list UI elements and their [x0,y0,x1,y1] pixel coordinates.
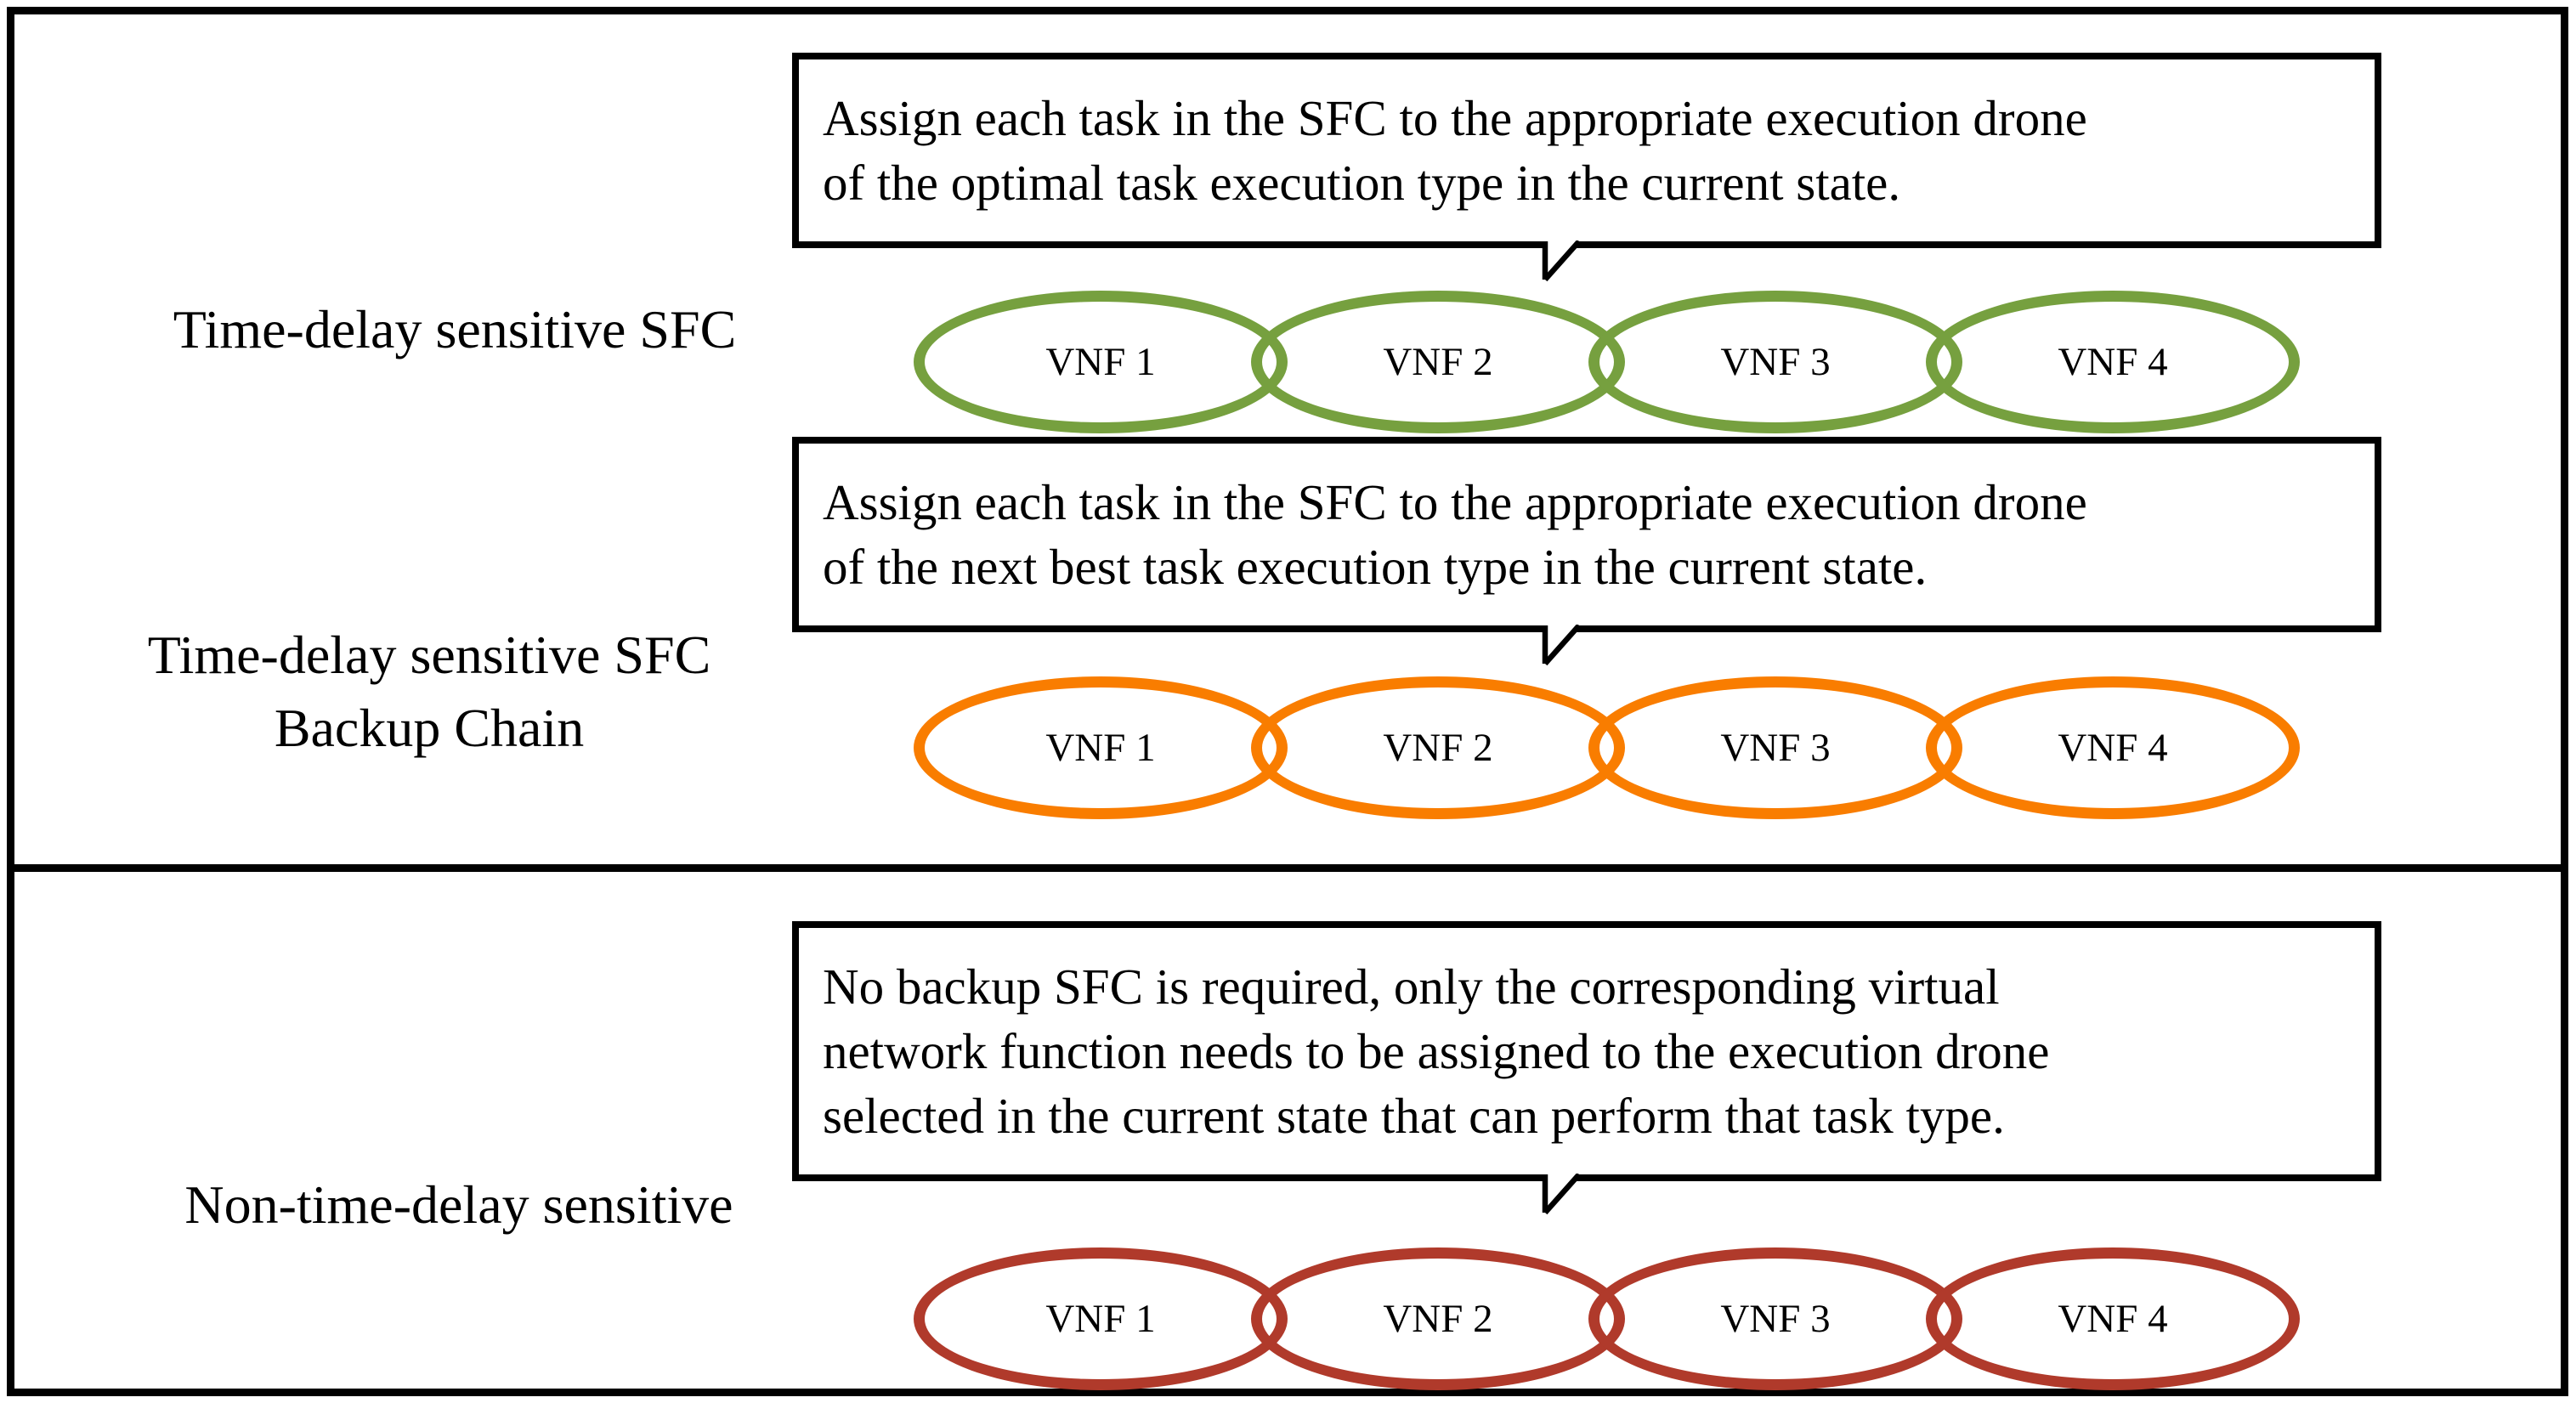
vnf-label: VNF 2 [1383,340,1493,384]
callout-box-next-best: Assign each task in the SFC to the appro… [792,437,2381,632]
vnf-ellipse: VNF 4 [1926,1247,2300,1390]
row-label-non-time-delay: Non-time-delay sensitive [106,1169,812,1241]
vnf-label: VNF 1 [1045,726,1156,770]
callout-text-line: No backup SFC is required, only the corr… [823,959,2000,1015]
vnf-ellipse: VNF 1 [914,676,1288,819]
vnf-ellipse: VNF 4 [1926,291,2300,433]
callout-tail-icon [1542,1174,1582,1215]
vnf-ellipse: VNF 3 [1588,676,1962,819]
callout-text-line: selected in the current state that can p… [823,1088,2005,1144]
row-label-line: Backup Chain [274,698,585,758]
vnf-ellipse: VNF 1 [914,291,1288,433]
callout-text-line: of the optimal task execution type in th… [823,155,1901,211]
row-label-line: Time-delay sensitive SFC [147,625,711,685]
vnf-label: VNF 3 [1720,1297,1831,1341]
vnf-ellipse: VNF 2 [1251,1247,1625,1390]
callout-text-line: Assign each task in the SFC to the appro… [823,474,2087,530]
vnf-ellipse: VNF 3 [1588,1247,1962,1390]
vnf-label: VNF 4 [2058,726,2168,770]
vnf-ellipse: VNF 3 [1588,291,1962,433]
row-label-line: Non-time-delay sensitive [184,1174,733,1235]
vnf-ellipse: VNF 2 [1251,291,1625,433]
callout-tail-icon [1542,240,1582,282]
callout-tail-icon [1542,625,1582,666]
row-label-time-delay-sfc: Time-delay sensitive SFC [102,294,807,365]
vnf-ellipse: VNF 4 [1926,676,2300,819]
vnf-label: VNF 2 [1383,726,1493,770]
vnf-label: VNF 3 [1720,340,1831,384]
vnf-label: VNF 1 [1045,1297,1156,1341]
row-label-backup-chain: Time-delay sensitive SFC Backup Chain [76,619,782,765]
vnf-ellipse: VNF 2 [1251,676,1625,819]
vnf-label: VNF 4 [2058,340,2168,384]
vnf-label: VNF 2 [1383,1297,1493,1341]
callout-text-line: network function needs to be assigned to… [823,1023,2050,1079]
vnf-label: VNF 4 [2058,1297,2168,1341]
vnf-label: VNF 3 [1720,726,1831,770]
vnf-ellipse: VNF 1 [914,1247,1288,1390]
callout-box-no-backup: No backup SFC is required, only the corr… [792,921,2381,1181]
vnf-label: VNF 1 [1045,340,1156,384]
callout-text-line: of the next best task execution type in … [823,539,1928,595]
row-label-line: Time-delay sensitive SFC [173,299,737,359]
callout-text-line: Assign each task in the SFC to the appro… [823,90,2087,146]
outer-frame [7,7,2568,1396]
section-divider [7,864,2568,872]
callout-box-optimal: Assign each task in the SFC to the appro… [792,53,2381,248]
